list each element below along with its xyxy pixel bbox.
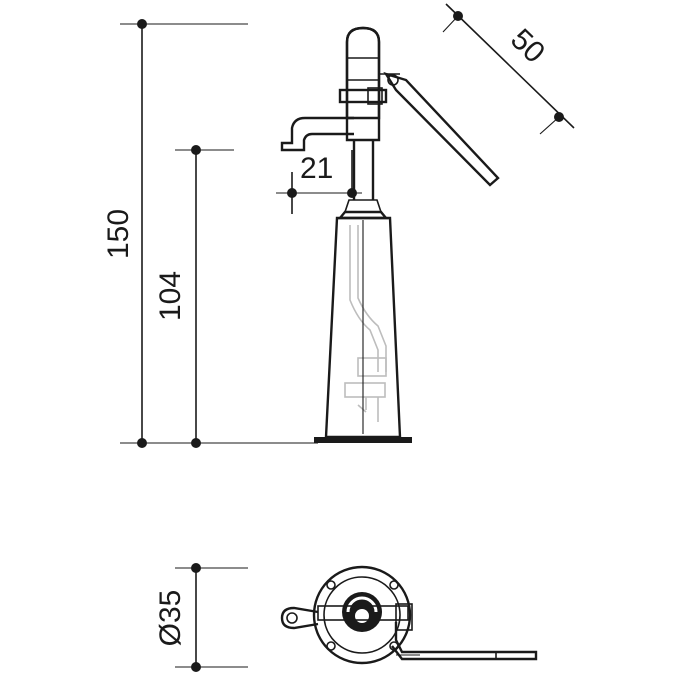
pump-base-plate — [314, 437, 412, 443]
handle-pivot — [387, 74, 399, 86]
top-view-handle — [391, 622, 538, 661]
dimension-spout-offset: 21 — [276, 150, 362, 214]
top-view-spout — [280, 606, 319, 630]
pump-top-view — [280, 565, 538, 665]
dimension-base-height: 104 — [154, 145, 234, 448]
pump-spout — [280, 116, 354, 152]
base-inner-circle — [323, 576, 401, 654]
dimension-dot — [137, 19, 147, 29]
dimension-dot — [554, 112, 564, 122]
dimension-handle-length: 50 — [442, 3, 575, 135]
dimension-dot — [191, 438, 201, 448]
dimension-label-base-diameter: Ø35 — [154, 590, 187, 647]
dimension-label-handle-length: 50 — [504, 23, 551, 70]
dimension-base-diameter: Ø35 — [154, 563, 248, 672]
hidden-internal-pipe — [344, 225, 387, 422]
dimension-label-spout-offset: 21 — [300, 152, 333, 185]
dimension-dot — [191, 563, 201, 573]
dimension-line-handle — [445, 3, 575, 129]
mounting-hole — [326, 641, 336, 651]
dimension-label-base-height: 104 — [154, 271, 187, 321]
dimension-dot — [287, 188, 297, 198]
dimension-dot — [191, 145, 201, 155]
pump-collar — [337, 210, 389, 220]
pump-cylinder-outline — [345, 26, 381, 142]
pump-collar-upper — [343, 199, 383, 213]
top-view-clamp-bolt — [395, 603, 413, 631]
pump-clamp-bolt — [367, 87, 383, 105]
top-view-clamp — [317, 605, 409, 621]
dimension-dot — [347, 188, 357, 198]
pump-clamp — [338, 88, 388, 104]
base-outer-circle — [312, 565, 412, 665]
mounting-hole — [326, 580, 336, 590]
dimension-dot — [137, 438, 147, 448]
mounting-hole — [389, 580, 399, 590]
dimension-total-height: 150 — [102, 19, 318, 448]
dimension-dot — [453, 11, 463, 21]
pump-front-view — [280, 26, 500, 443]
spout-outlet — [286, 612, 298, 624]
dimension-dot — [191, 662, 201, 672]
dimension-label-total-height: 150 — [102, 209, 135, 259]
cylinder-bore — [355, 609, 369, 623]
pump-handle — [383, 71, 500, 187]
